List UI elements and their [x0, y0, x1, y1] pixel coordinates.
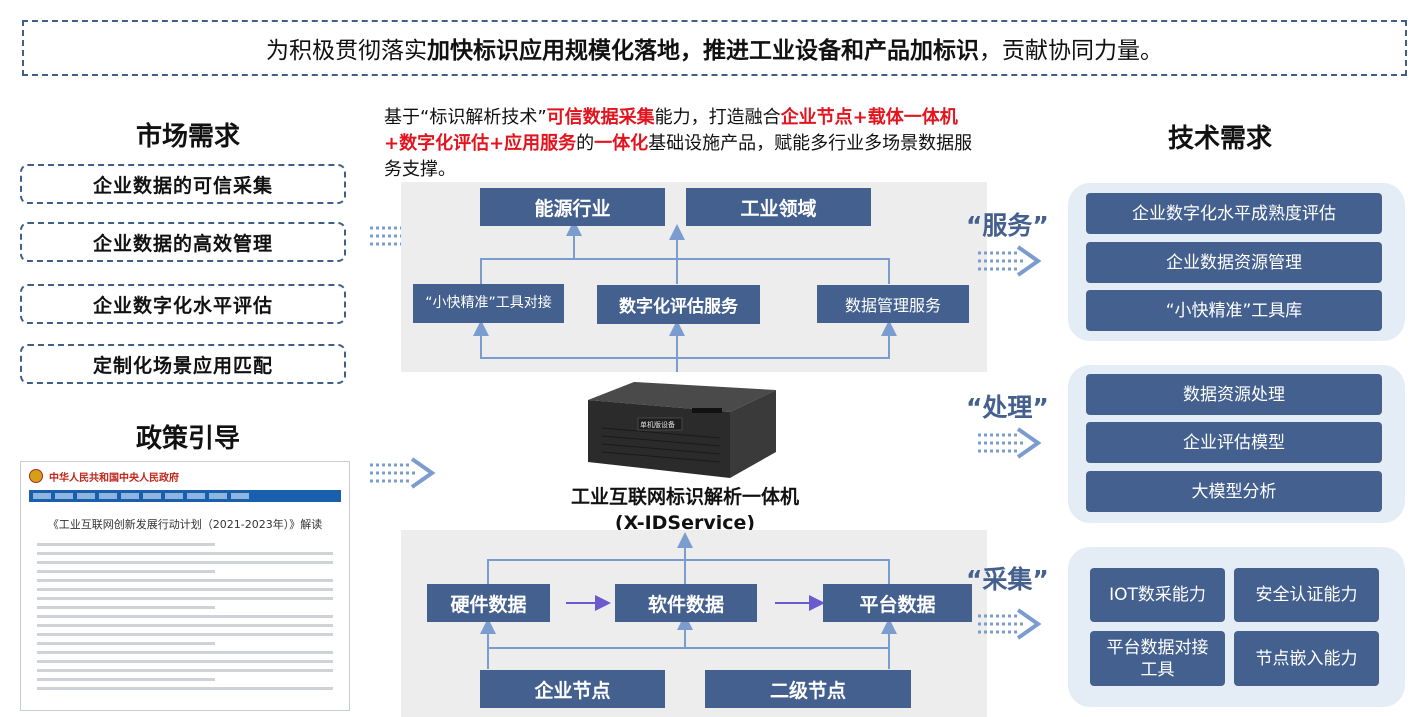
intro-part-4: 基础设施产品，赋能多行业多场景数据服务支撑。: [384, 133, 973, 180]
process-item-0: 数据资源处理: [1086, 374, 1382, 415]
intro-part-1: 基于“标识解析技术”: [384, 107, 547, 128]
data-box-platform: 平台数据: [823, 584, 972, 622]
policy-document-thumbnail: 中华人民共和国中央人民政府 《工业互联网创新发展行动计划（2021-2023年）…: [20, 461, 350, 711]
banner-prefix: 为积极贯彻落实: [266, 38, 427, 64]
service-box-digital-assessment: 数字化评估服务: [597, 285, 760, 324]
service-item-2: “小快精准”工具库: [1086, 290, 1382, 331]
node-box-enterprise: 企业节点: [480, 670, 665, 708]
policy-doc-title: 《工业互联网创新发展行动计划（2021-2023年）》解读: [47, 518, 323, 531]
intro-highlight-2: 企业节点+载体一体机+数字化评估+应用服务: [384, 107, 958, 154]
banner-highlight: 加快标识应用规模化落地，推进工业设备和产品加标识: [427, 38, 979, 64]
label-process: “处理”: [966, 393, 1049, 422]
market-item-1: 企业数据的高效管理: [20, 222, 346, 262]
process-item-1: 企业评估模型: [1086, 422, 1382, 463]
collect-diagram-connectors: [480, 532, 897, 669]
double-chevron-arrow-icon: [978, 608, 1042, 640]
service-item-0: 企业数字化水平成熟度评估: [1086, 193, 1382, 234]
device-image: 单机版设备: [588, 382, 776, 478]
industry-box-industrial: 工业领域: [686, 188, 871, 226]
intro-highlight-3: 一体化: [594, 133, 649, 154]
device-label: 工业互联网标识解析一体机 (X-IDService): [540, 484, 830, 536]
intro-part-2: 能力，打造融合: [654, 107, 781, 128]
service-box-data-management: 数据管理服务: [817, 285, 969, 323]
market-item-2: 企业数字化水平评估: [20, 284, 346, 324]
label-service: “服务”: [966, 211, 1049, 240]
device-model: (X-IDService): [614, 512, 756, 534]
label-collect: “采集”: [966, 565, 1049, 594]
double-chevron-arrow-icon: [370, 457, 436, 489]
policy-nav-bar: [29, 490, 341, 502]
service-diagram-connectors: [473, 220, 897, 372]
service-box-tool-integration: “小快精准”工具对接: [413, 284, 564, 323]
policy-header: 中华人民共和国中央人民政府: [21, 462, 349, 490]
national-emblem-icon: [29, 469, 43, 483]
device-name: 工业互联网标识解析一体机: [570, 486, 799, 508]
market-item-0: 企业数据的可信采集: [20, 164, 346, 204]
market-title: 市场需求: [135, 122, 240, 152]
intro-text: 基于“标识解析技术”可信数据采集能力，打造融合企业节点+载体一体机+数字化评估+…: [384, 105, 984, 183]
collect-item-0: IOT数采能力: [1090, 568, 1225, 622]
device-screen-label: 单机版设备: [640, 420, 675, 429]
top-banner: 为积极贯彻落实加快标识应用规模化落地，推进工业设备和产品加标识，贡献协同力量。: [22, 20, 1407, 76]
double-chevron-arrow-icon: [978, 245, 1042, 277]
collect-item-3: 节点嵌入能力: [1234, 631, 1379, 686]
collect-item-2: 平台数据对接工具: [1090, 631, 1225, 686]
market-item-3: 定制化场景应用匹配: [20, 344, 346, 384]
data-box-software: 软件数据: [615, 584, 757, 622]
intro-highlight-1: 可信数据采集: [546, 107, 655, 128]
double-chevron-arrow-icon: [978, 427, 1042, 459]
policy-title: 政策引导: [135, 424, 240, 454]
banner-suffix: ，贡献协同力量。: [979, 38, 1163, 64]
process-item-2: 大模型分析: [1086, 471, 1382, 512]
industry-box-energy: 能源行业: [480, 188, 665, 226]
node-box-secondary: 二级节点: [705, 670, 911, 708]
data-box-hardware: 硬件数据: [427, 584, 550, 622]
policy-gov-name: 中华人民共和国中央人民政府: [49, 472, 179, 484]
service-item-1: 企业数据资源管理: [1086, 242, 1382, 283]
collect-item-1: 安全认证能力: [1234, 568, 1379, 622]
policy-body-lines: [21, 533, 349, 690]
tech-title: 技术需求: [1167, 124, 1272, 154]
intro-part-3: 的: [576, 133, 595, 154]
